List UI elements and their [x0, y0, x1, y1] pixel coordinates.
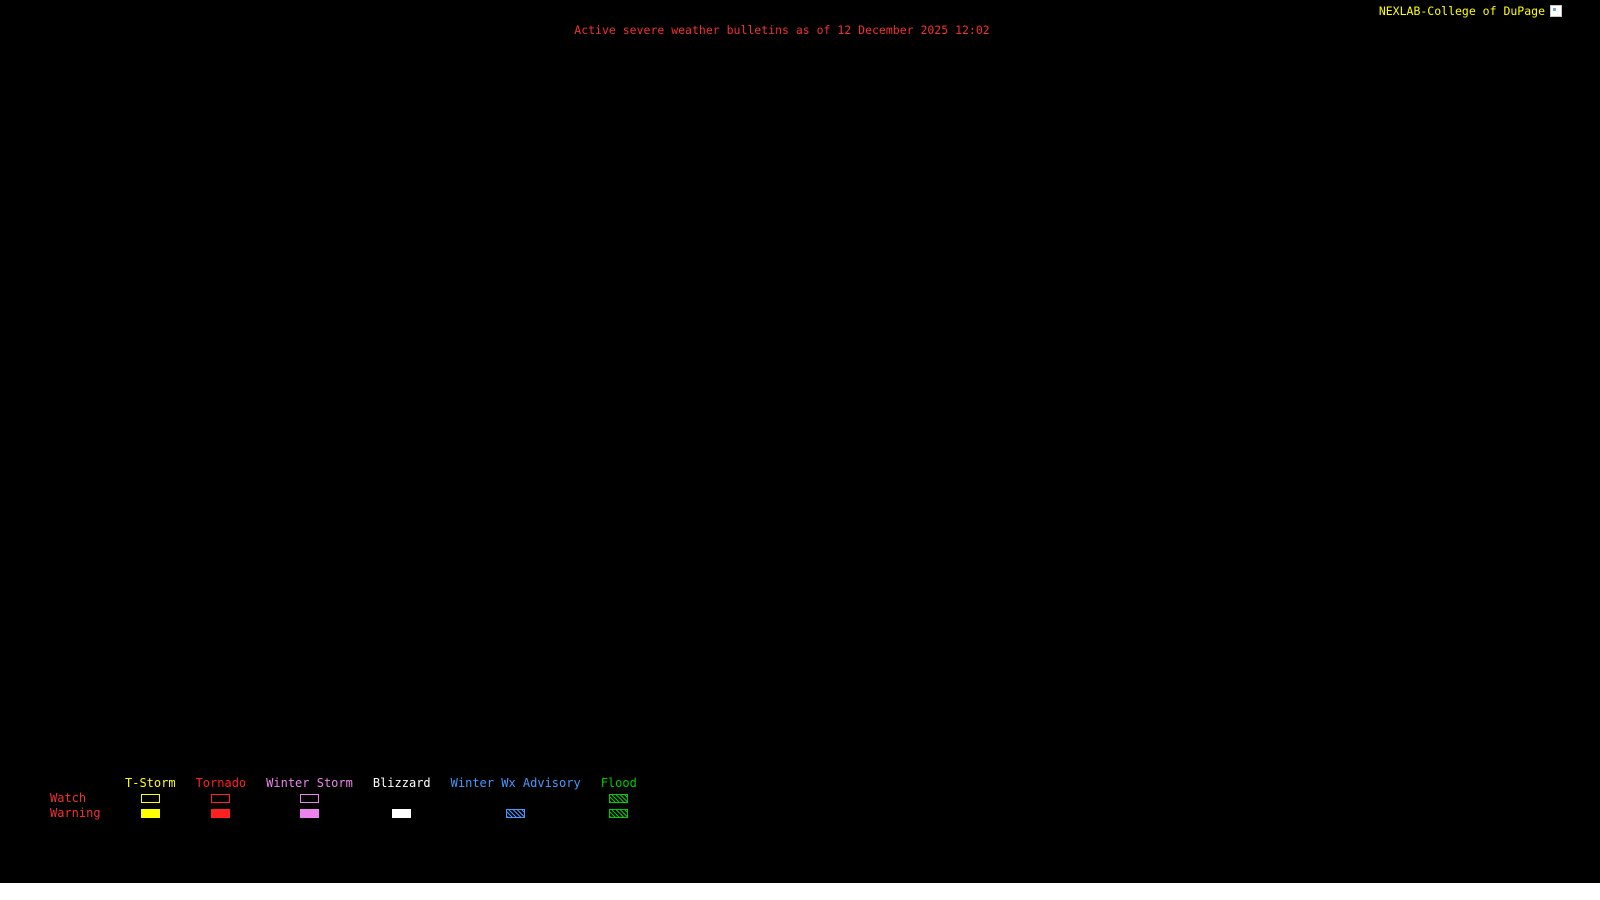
legend-col-blizzard: Blizzard [363, 776, 441, 821]
t-storm-watch-swatch [140, 794, 160, 803]
winter-wx-advisory-warning-cell [506, 806, 526, 821]
warning-row-label: Warning [50, 806, 101, 820]
flood-label: Flood [600, 776, 637, 790]
winter-storm-label: Winter Storm [266, 776, 353, 790]
blizzard-label: Blizzard [372, 776, 431, 790]
winter-storm-watch-cell [300, 791, 319, 806]
winter-storm-warning-swatch [300, 809, 319, 818]
winter-wx-advisory-watch-cell [506, 791, 525, 806]
legend: Watch Warning T-Storm Tornado Winter Sto… [50, 776, 647, 821]
blizzard-watch-cell [392, 791, 411, 806]
winter-wx-advisory-warning-swatch [506, 809, 526, 818]
legend-header-spacer [50, 776, 115, 791]
flood-watch-swatch [609, 794, 629, 803]
blizzard-warning-swatch [392, 809, 412, 818]
image-placeholder-icon [1550, 5, 1562, 17]
t-storm-label: T-Storm [125, 776, 176, 790]
tornado-warning-swatch [211, 809, 231, 818]
legend-col-winter-storm: Winter Storm [256, 776, 363, 821]
bulletin-title: Active severe weather bulletins as of 12… [574, 23, 990, 37]
winter-storm-warning-cell [300, 806, 319, 821]
legend-row-labels: Watch Warning [50, 776, 115, 821]
tornado-watch-cell [211, 791, 231, 806]
legend-col-t-storm: T-Storm [115, 776, 186, 821]
flood-warning-cell [609, 806, 629, 821]
legend-col-flood: Flood [591, 776, 647, 821]
flood-warning-swatch [609, 809, 629, 818]
watch-row-label: Watch [50, 791, 87, 805]
t-storm-watch-cell [140, 791, 160, 806]
flood-watch-cell [609, 791, 629, 806]
blizzard-warning-cell [392, 806, 412, 821]
winter-wx-advisory-label: Winter Wx Advisory [450, 776, 581, 790]
tornado-label: Tornado [195, 776, 247, 790]
tornado-warning-cell [211, 806, 231, 821]
tornado-watch-swatch [211, 794, 231, 803]
brand-label: NEXLAB-College of DuPage [1378, 4, 1545, 18]
legend-col-tornado: Tornado [186, 776, 257, 821]
winter-storm-watch-swatch [300, 794, 319, 803]
t-storm-warning-swatch [140, 809, 160, 818]
t-storm-warning-cell [140, 806, 160, 821]
brand: NEXLAB-College of DuPage [1379, 4, 1562, 18]
legend-col-winter-wx-advisory: Winter Wx Advisory [441, 776, 591, 821]
page-bottom-strip [0, 883, 1600, 900]
